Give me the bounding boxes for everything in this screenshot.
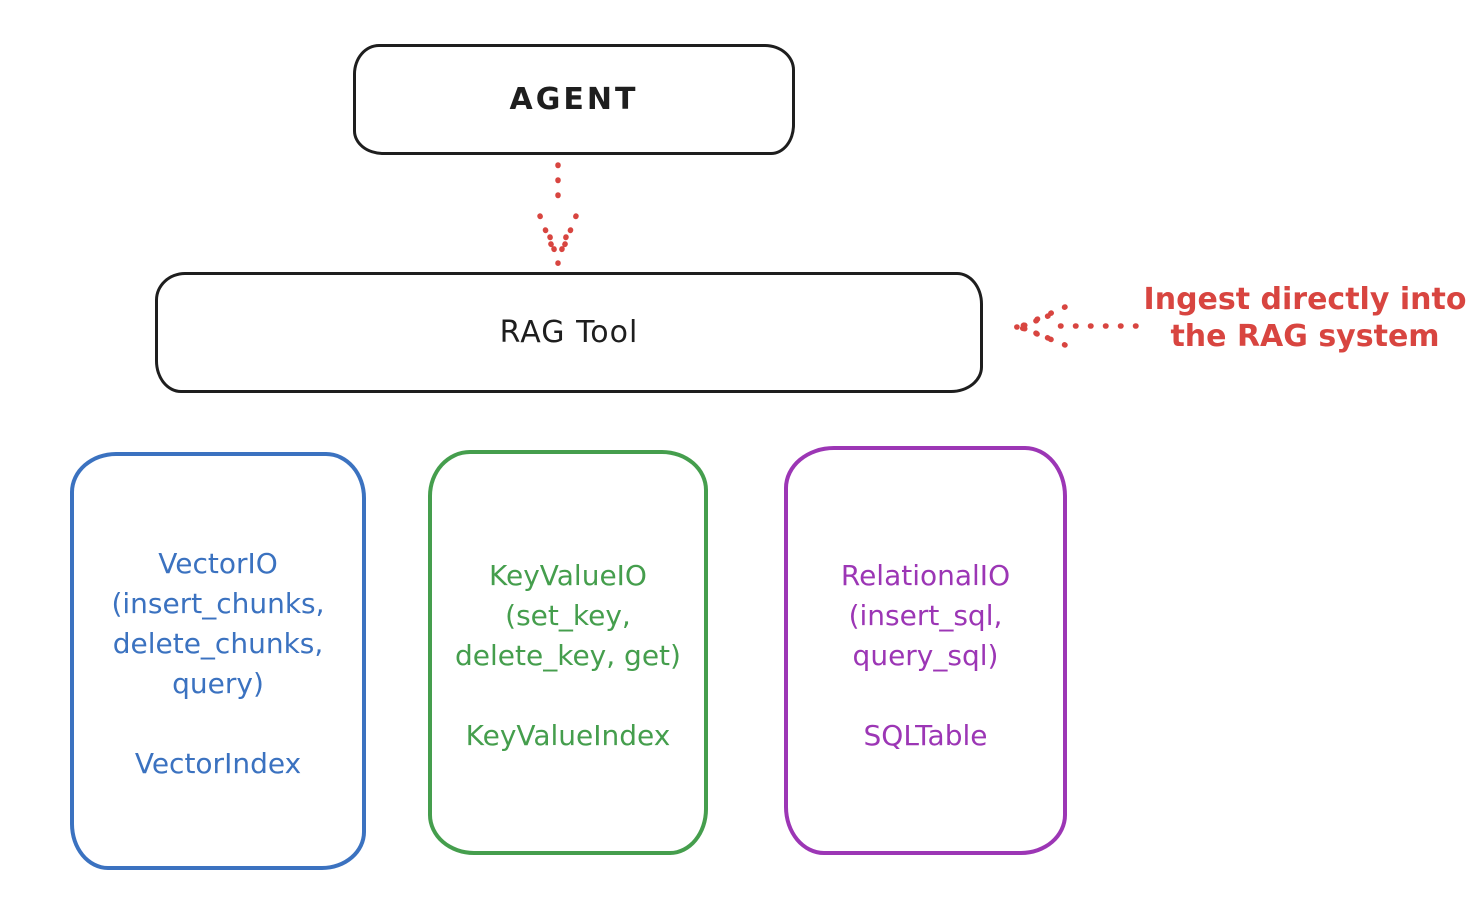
relationalio-title: RelationalIO — [840, 559, 1011, 592]
vectorio-box: VectorIO (insert_chunks, delete_chunks, … — [70, 452, 366, 870]
ingest-annotation-line2: the RAG system — [1170, 319, 1440, 354]
sqltable-label: SQLTable — [863, 719, 988, 752]
vectorio-title: VectorIO — [158, 547, 278, 580]
ingest-annotation: Ingest directly into the RAG system — [1135, 281, 1475, 355]
keyvalueio-box: KeyValueIO (set_key, delete_key, get) Ke… — [428, 450, 708, 855]
ingest-annotation-arrow-icon — [1014, 304, 1139, 348]
keyvalueio-methods-line2: delete_key, get) — [455, 639, 681, 672]
ingest-annotation-line1: Ingest directly into — [1143, 282, 1467, 317]
vectorio-methods-line3: query) — [172, 667, 264, 700]
keyvalueindex-label: KeyValueIndex — [465, 719, 671, 752]
relationalio-box: RelationalIO (insert_sql, query_sql) SQL… — [784, 446, 1067, 855]
vectorio-methods-line2: delete_chunks, — [112, 627, 324, 660]
agent-box: AGENT — [353, 44, 795, 155]
agent-to-ragtool-arrow-icon — [537, 162, 579, 266]
vectorio-methods-line1: (insert_chunks, — [111, 587, 325, 620]
relationalio-methods-line1: (insert_sql, — [848, 599, 1003, 632]
vectorindex-label: VectorIndex — [134, 747, 302, 780]
keyvalueio-methods-line1: (set_key, — [505, 599, 631, 632]
rag-tool-label: RAG Tool — [499, 315, 639, 350]
keyvalueio-title: KeyValueIO — [489, 559, 647, 592]
agent-label: AGENT — [509, 82, 639, 117]
rag-tool-box: RAG Tool — [155, 272, 983, 393]
relationalio-methods-line2: query_sql) — [852, 639, 999, 672]
